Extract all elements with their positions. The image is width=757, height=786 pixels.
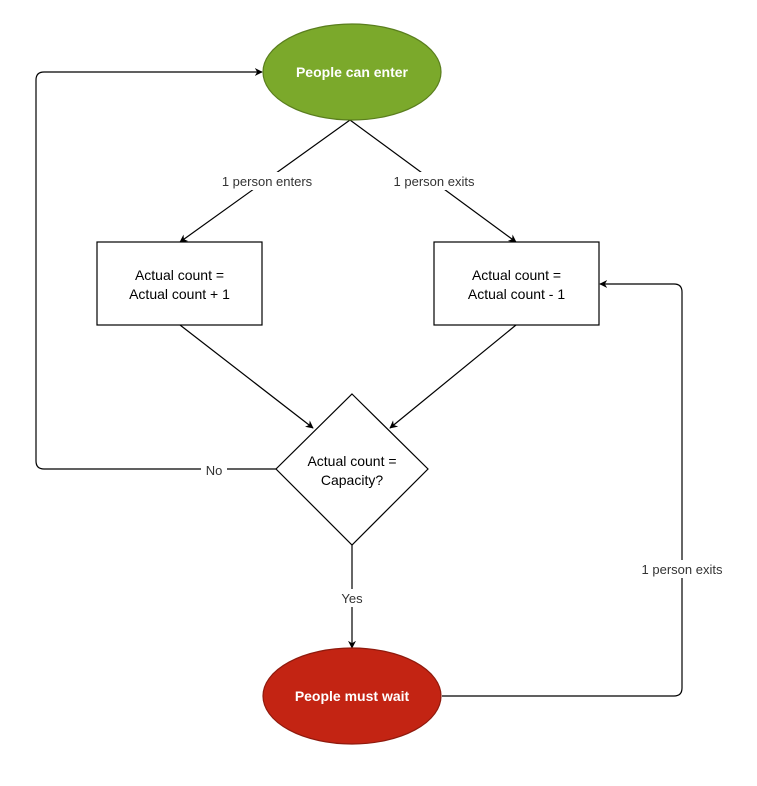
start-node: People can enter	[262, 23, 442, 121]
edge-label-no: No	[201, 461, 227, 479]
wait-node: People must wait	[262, 647, 442, 745]
decrement-node: Actual count = Actual count - 1	[433, 241, 600, 326]
edge-decision-no-to-start	[35, 68, 276, 470]
start-node-label: People can enter	[296, 64, 409, 80]
decrement-line1: Actual count =	[472, 267, 561, 283]
edge-label-wait-exits: 1 person exits	[632, 560, 732, 578]
increment-line1: Actual count =	[135, 267, 224, 283]
wait-ellipse	[262, 647, 442, 745]
decision-line2: Capacity?	[321, 472, 383, 488]
edge-decrement-to-decision	[389, 324, 517, 429]
edge-label-no-text: No	[206, 463, 223, 478]
edge-label-wait-exits-text: 1 person exits	[642, 562, 723, 577]
edge-label-enters: 1 person enters	[212, 172, 322, 190]
edge-label-yes: Yes	[336, 589, 368, 607]
decision-node: Actual count = Capacity?	[275, 393, 429, 546]
edge-label-yes-text: Yes	[341, 591, 363, 606]
edge-wait-to-decrement	[442, 280, 683, 697]
edge-increment-to-decision	[179, 324, 314, 429]
decrement-box	[433, 241, 600, 326]
increment-line2: Actual count + 1	[129, 286, 230, 302]
edge-label-enters-text: 1 person enters	[222, 174, 313, 189]
increment-node: Actual count = Actual count + 1	[96, 241, 263, 326]
decrement-line2: Actual count - 1	[468, 286, 565, 302]
start-ellipse	[262, 23, 442, 121]
decision-line1: Actual count =	[307, 453, 396, 469]
edge-label-exits-text: 1 person exits	[394, 174, 475, 189]
edge-label-exits: 1 person exits	[384, 172, 484, 190]
decision-diamond	[275, 393, 429, 546]
increment-box	[96, 241, 263, 326]
wait-node-label: People must wait	[295, 688, 410, 704]
